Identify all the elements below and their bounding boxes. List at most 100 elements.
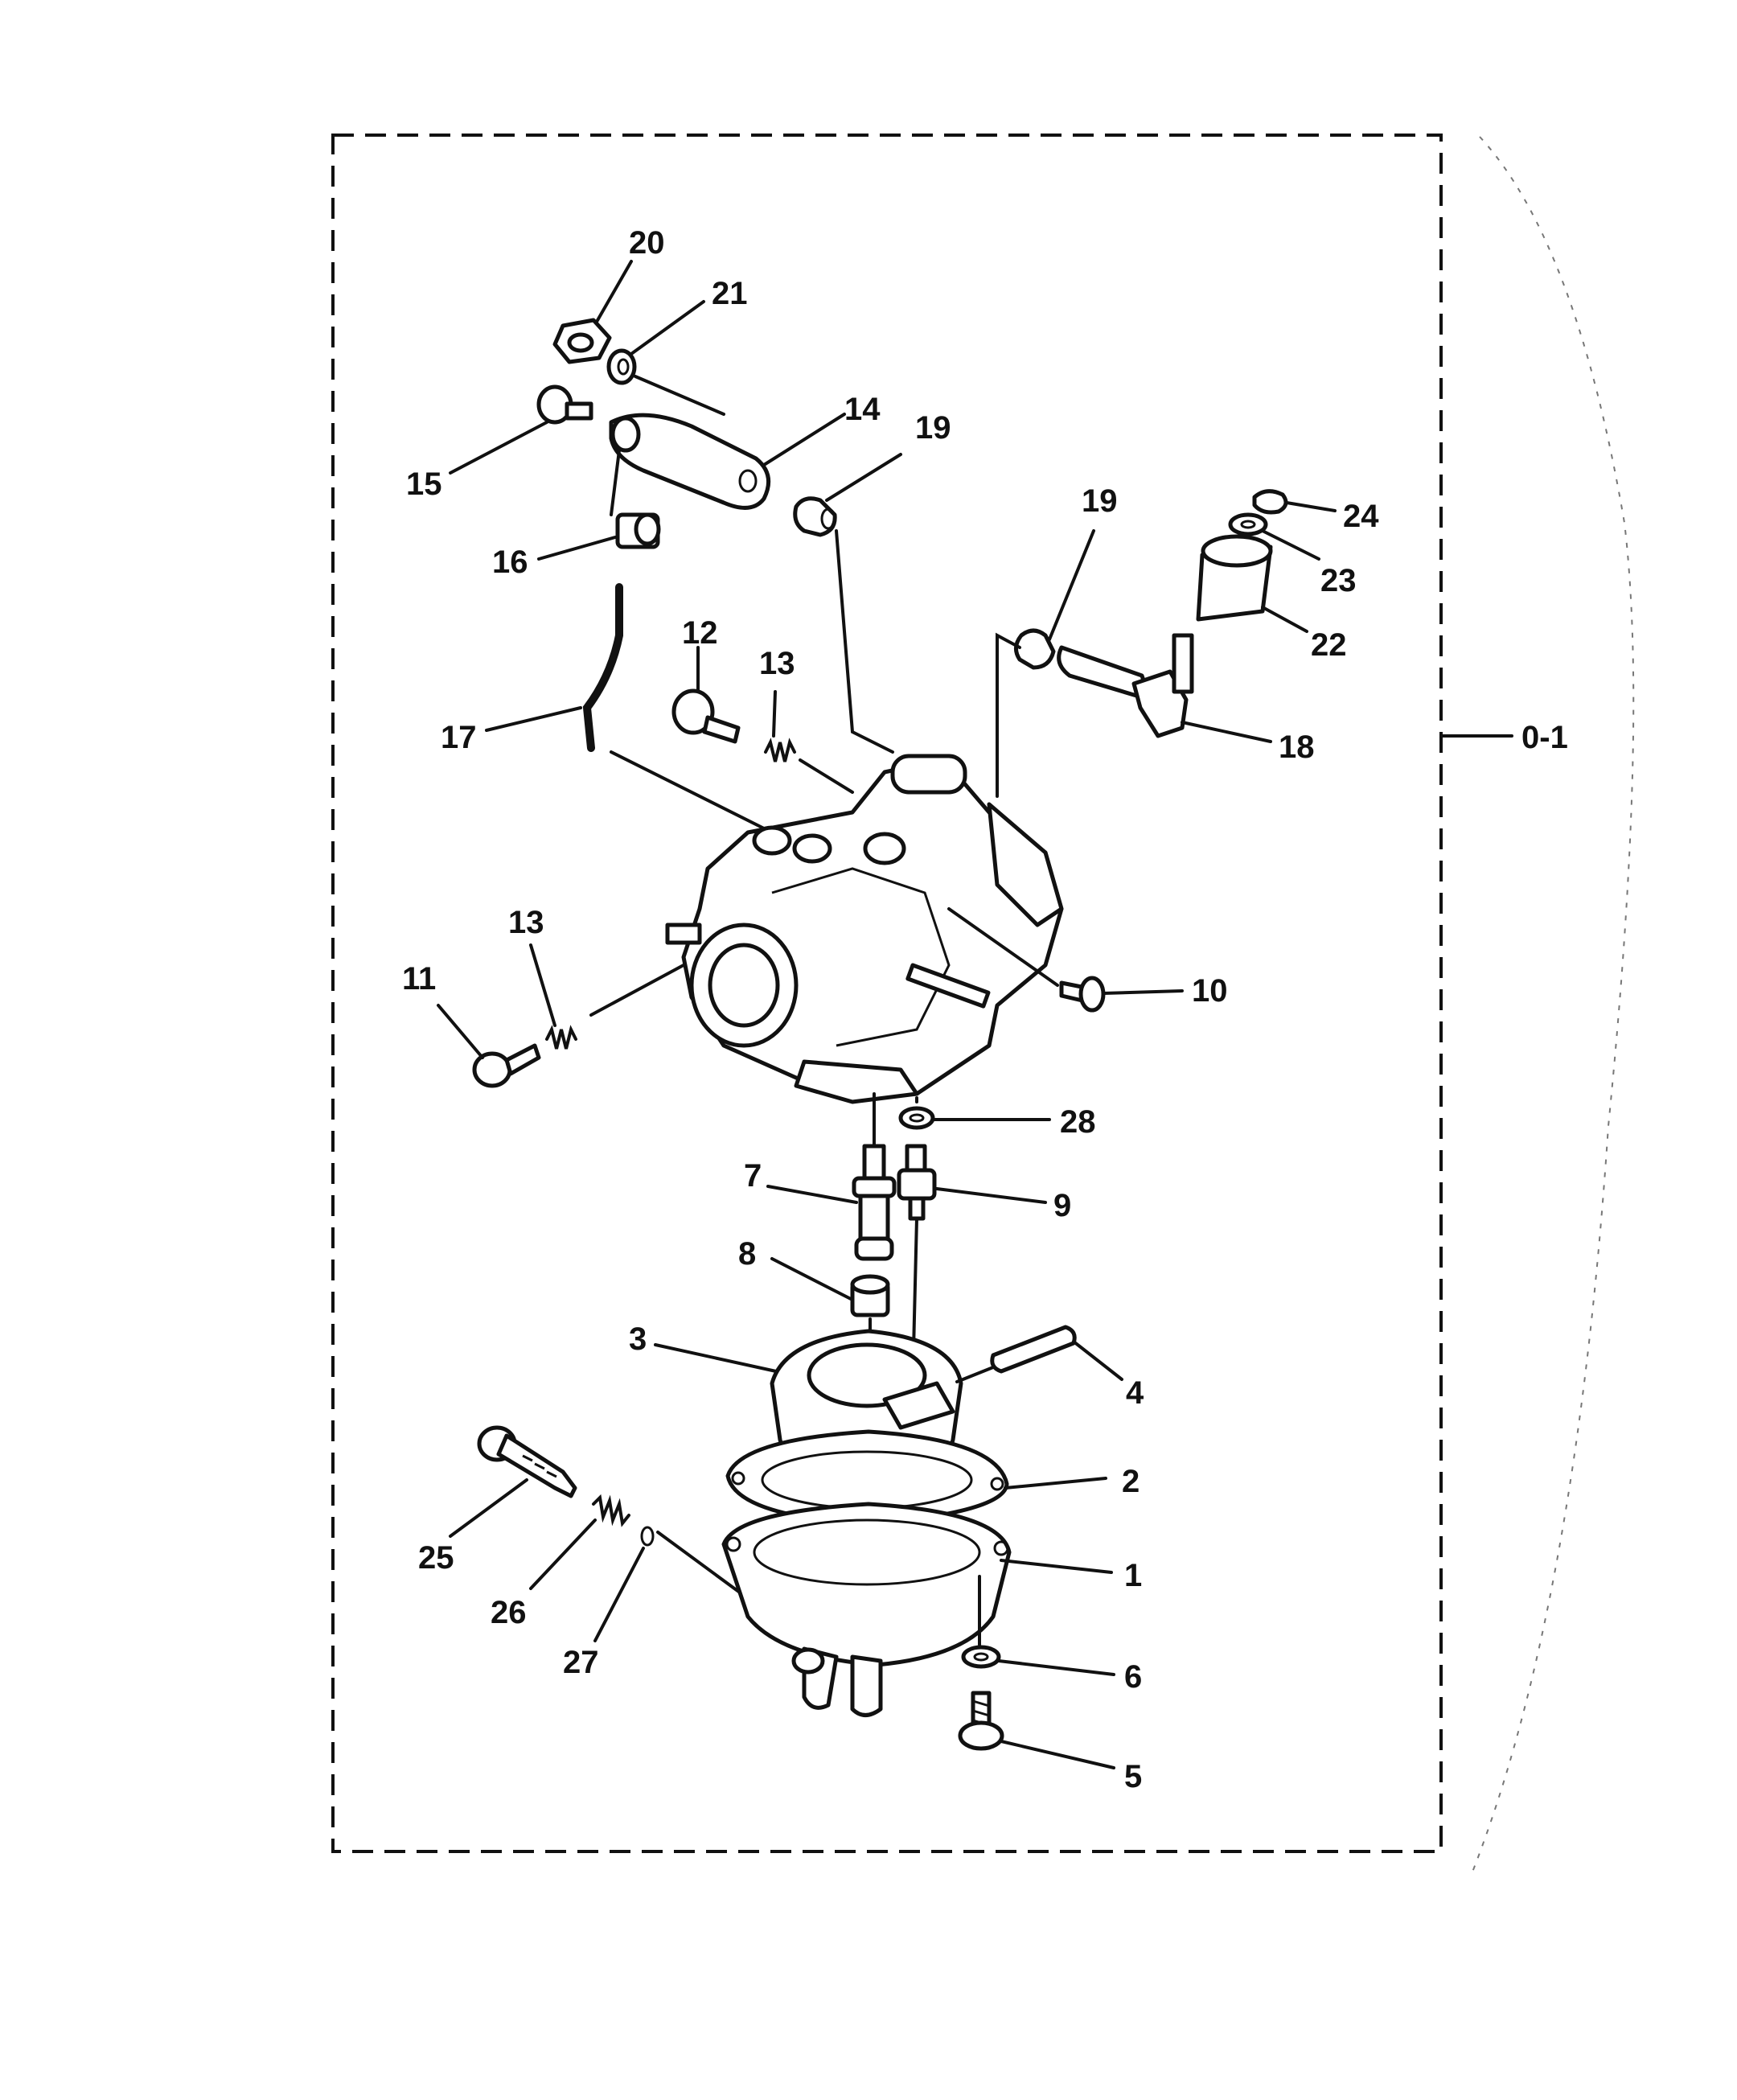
part-17-rod	[582, 583, 623, 752]
part-22-roller	[1196, 534, 1273, 622]
leader-7	[766, 1185, 858, 1204]
part-4-pin	[990, 1325, 1077, 1374]
axis-21	[634, 375, 725, 416]
callout-13b: 13	[508, 905, 544, 940]
leader-3	[654, 1343, 778, 1373]
part-1-float-bowl	[721, 1502, 1012, 1717]
carburetor-body	[665, 754, 1064, 1104]
callout-11: 11	[402, 961, 436, 997]
callout-25: 25	[418, 1540, 454, 1576]
leader-13b	[529, 943, 556, 1027]
callout-28: 28	[1060, 1104, 1096, 1140]
callout-12: 12	[682, 615, 718, 651]
assembly-ref-label: 0-1	[1521, 720, 1568, 755]
callout-21: 21	[712, 276, 748, 311]
axis-16	[610, 449, 621, 516]
callout-15: 15	[406, 466, 442, 502]
leader-8	[770, 1257, 852, 1301]
leader-2	[1004, 1477, 1107, 1490]
leader-9	[935, 1187, 1047, 1204]
leader-23	[1261, 529, 1320, 561]
leader-26	[529, 1518, 597, 1590]
leader-13a	[772, 690, 777, 738]
callout-27: 27	[563, 1645, 599, 1680]
axis-13a	[799, 758, 854, 794]
leader-14	[762, 413, 846, 466]
assembly-frame	[331, 134, 1443, 1853]
axis-19b	[996, 632, 1021, 798]
axis-10	[947, 907, 1059, 987]
callout-26: 26	[491, 1595, 527, 1630]
leader-4	[1072, 1340, 1123, 1381]
part-8-jet	[850, 1274, 890, 1317]
part-12-screw	[671, 688, 741, 744]
part-13b-spring	[545, 1025, 577, 1050]
part-16-collar	[615, 512, 661, 549]
leader-19b	[1048, 529, 1095, 641]
callout-18: 18	[1279, 729, 1315, 765]
callout-19a: 19	[915, 410, 951, 446]
part-23-washer	[1228, 512, 1268, 536]
part-5-bolt	[958, 1691, 1004, 1751]
leader-18	[1181, 721, 1272, 743]
part-20-nut	[552, 318, 612, 364]
leader-27	[593, 1547, 645, 1642]
scan-edge	[1471, 136, 1635, 1875]
leader-1	[1000, 1559, 1113, 1574]
callout-23: 23	[1320, 563, 1357, 598]
callout-22: 22	[1311, 627, 1347, 663]
leader-10	[1102, 989, 1184, 995]
leader-6	[997, 1659, 1115, 1676]
part-25-screw	[477, 1425, 577, 1498]
part-19b-bushing	[1014, 628, 1056, 670]
callout-3: 3	[629, 1321, 647, 1357]
leader-20	[595, 260, 633, 323]
leader-19a	[825, 453, 902, 502]
callout-7: 7	[744, 1158, 762, 1194]
callout-6: 6	[1124, 1659, 1142, 1695]
leader-17	[485, 706, 582, 732]
part-15-screw	[536, 384, 593, 425]
axis-27	[656, 1531, 741, 1594]
part-10-screw	[1059, 976, 1106, 1013]
part-26-spring	[592, 1494, 630, 1527]
leader-24	[1285, 501, 1337, 512]
callout-16: 16	[492, 545, 528, 580]
axis-17	[610, 750, 766, 830]
leader-21	[630, 300, 705, 355]
leader-15	[449, 421, 548, 475]
leader-11	[437, 1004, 484, 1059]
callout-5: 5	[1124, 1759, 1142, 1794]
leader-22	[1261, 606, 1308, 633]
part-13a-spring	[764, 738, 796, 762]
callout-17: 17	[441, 720, 477, 755]
callout-10: 10	[1192, 973, 1228, 1009]
callout-24: 24	[1343, 499, 1379, 534]
part-14-lever	[609, 413, 771, 510]
part-11-screw	[472, 1043, 541, 1088]
part-6-washer	[961, 1645, 1001, 1669]
callout-14: 14	[844, 392, 881, 427]
part-18-shaft	[1057, 633, 1194, 738]
callout-19b: 19	[1082, 483, 1118, 519]
leader-16	[537, 536, 617, 561]
part-19a-bushing	[793, 496, 837, 537]
part-9-needle-valve	[897, 1144, 937, 1221]
part-7-nozzle	[852, 1144, 897, 1261]
leader-5	[1000, 1740, 1115, 1769]
axis-19a	[835, 529, 894, 754]
callout-8: 8	[738, 1236, 756, 1272]
axis-4	[955, 1366, 995, 1383]
callout-20: 20	[629, 225, 665, 261]
part-27-o-ring	[640, 1526, 655, 1547]
part-24-clip	[1252, 489, 1288, 515]
callout-13a: 13	[759, 646, 795, 681]
callout-1: 1	[1124, 1558, 1142, 1593]
callout-2: 2	[1122, 1464, 1140, 1499]
axis-13b	[589, 964, 685, 1017]
callout-9: 9	[1053, 1188, 1071, 1223]
part-21-washer	[606, 348, 637, 385]
leader-25	[449, 1478, 528, 1538]
callout-4: 4	[1126, 1375, 1144, 1411]
